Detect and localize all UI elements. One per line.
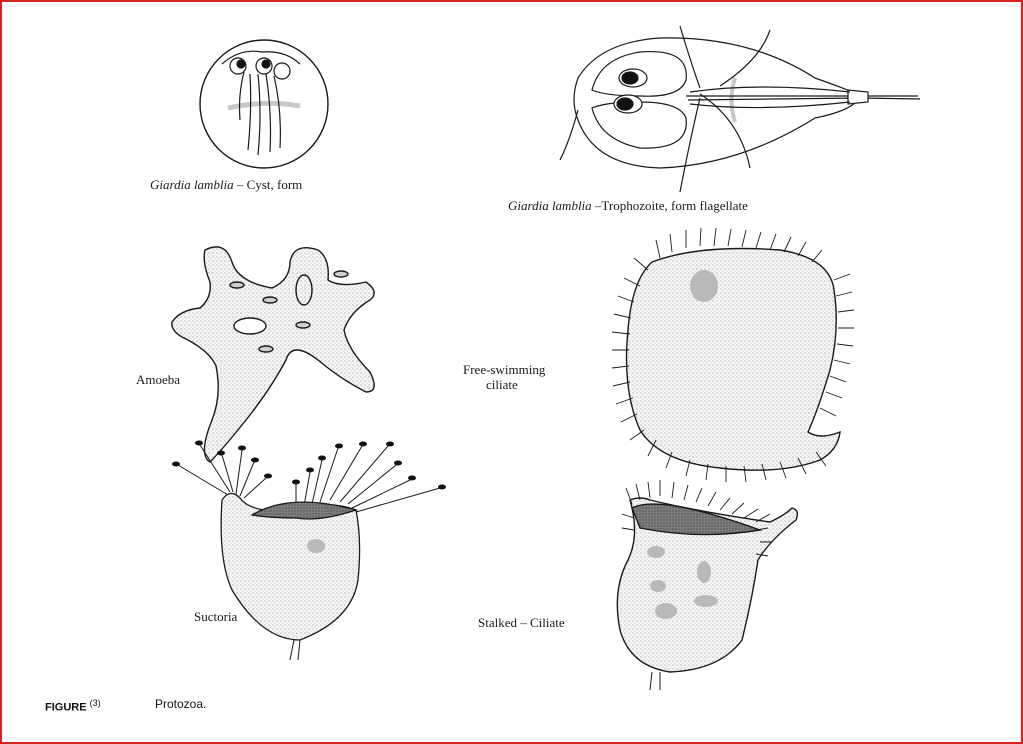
amoeba-drawing bbox=[172, 247, 374, 462]
trophozoite-caption: Giardia lamblia –Trophozoite, form flage… bbox=[508, 198, 748, 214]
figure-number-value: (3) bbox=[90, 698, 101, 708]
suctoria-label: Suctoria bbox=[194, 609, 237, 625]
stalked-ciliate-label: Stalked – Ciliate bbox=[478, 615, 565, 631]
free-swimming-ciliate-label-line1: Free-swimming bbox=[463, 362, 545, 378]
trophozoite-species-label: Giardia lamblia bbox=[508, 198, 592, 213]
cyst-species-label: Giardia lamblia bbox=[150, 177, 234, 192]
cyst-form-label: – Cyst, form bbox=[234, 177, 303, 192]
giardia-trophozoite-drawing bbox=[560, 26, 920, 192]
figure-title: Protozoa. bbox=[155, 697, 206, 711]
cyst-caption: Giardia lamblia – Cyst, form bbox=[150, 177, 302, 193]
suctoria-drawing bbox=[172, 441, 446, 661]
figure-number-label: FIGURE bbox=[45, 702, 87, 714]
figure-number: FIGURE (3) bbox=[45, 698, 101, 714]
giardia-cyst-drawing bbox=[200, 40, 328, 168]
trophozoite-form-label: –Trophozoite, form flagellate bbox=[592, 198, 748, 213]
free-swimming-ciliate-label-line2: ciliate bbox=[486, 377, 518, 393]
free-swimming-ciliate-drawing bbox=[612, 228, 854, 482]
stalked-ciliate-drawing bbox=[617, 480, 797, 690]
amoeba-label: Amoeba bbox=[136, 372, 180, 388]
